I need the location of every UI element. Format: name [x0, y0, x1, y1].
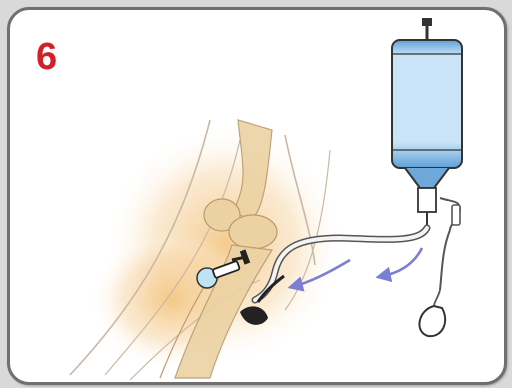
drainage-illustration: [10, 10, 504, 382]
knee-joint-icon: [70, 120, 345, 380]
illustration-panel: 6: [7, 7, 507, 385]
iv-bag-icon: [392, 18, 462, 228]
suction-bulb-icon: [419, 198, 460, 336]
